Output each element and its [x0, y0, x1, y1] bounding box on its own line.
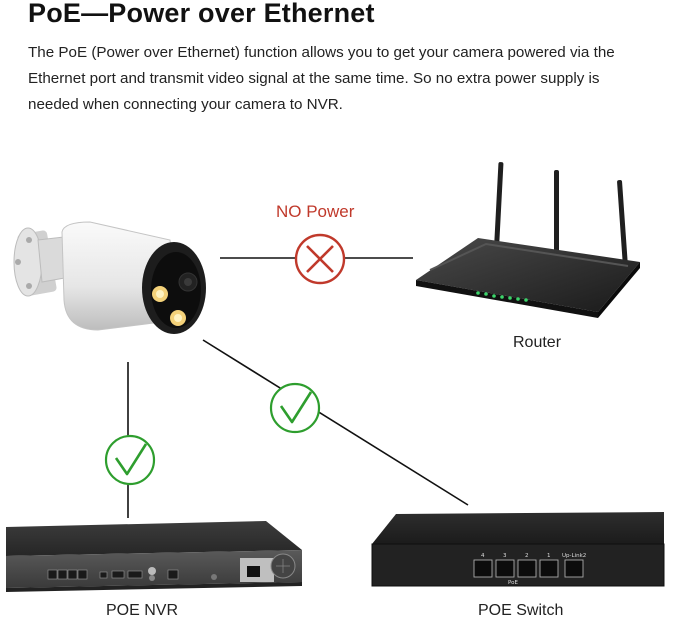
- nvr-label: POE NVR: [106, 602, 179, 619]
- switch-uplink-label: Up-Link2: [562, 553, 586, 559]
- poe-switch: 4 3 2 1 Up-Link2 PoE: [371, 512, 665, 587]
- no-power-label: NO Power: [276, 202, 355, 221]
- camera-switch-line: [202, 339, 469, 506]
- poe-nvr: [6, 521, 302, 592]
- switch-port-label: 1: [547, 553, 551, 559]
- nvr-ports: [47, 569, 143, 580]
- nvr-check-icon: [104, 434, 156, 486]
- router-label: Router: [513, 334, 562, 351]
- description-line: needed when connecting your camera to NV…: [28, 96, 343, 113]
- switch-check-icon: [269, 382, 321, 434]
- description: The PoE (Power over Ethernet) function a…: [28, 40, 658, 118]
- page-title: PoE—Power over Ethernet: [28, 0, 375, 28]
- bullet-camera: [13, 221, 206, 334]
- router-leds: [476, 291, 528, 302]
- switch-label: POE Switch: [478, 602, 564, 619]
- description-line: The PoE (Power over Ethernet) function a…: [28, 44, 615, 61]
- router: [416, 162, 640, 318]
- switch-port-label: 2: [525, 553, 529, 559]
- switch-port-label: 3: [503, 553, 507, 559]
- switch-poe-mark: PoE: [508, 580, 518, 586]
- switch-port-label: 4: [481, 553, 485, 559]
- description-line: Ethernet port and transmit video signal …: [28, 70, 600, 87]
- no-power-cross-icon: [294, 233, 346, 285]
- switch-ports: [473, 559, 584, 578]
